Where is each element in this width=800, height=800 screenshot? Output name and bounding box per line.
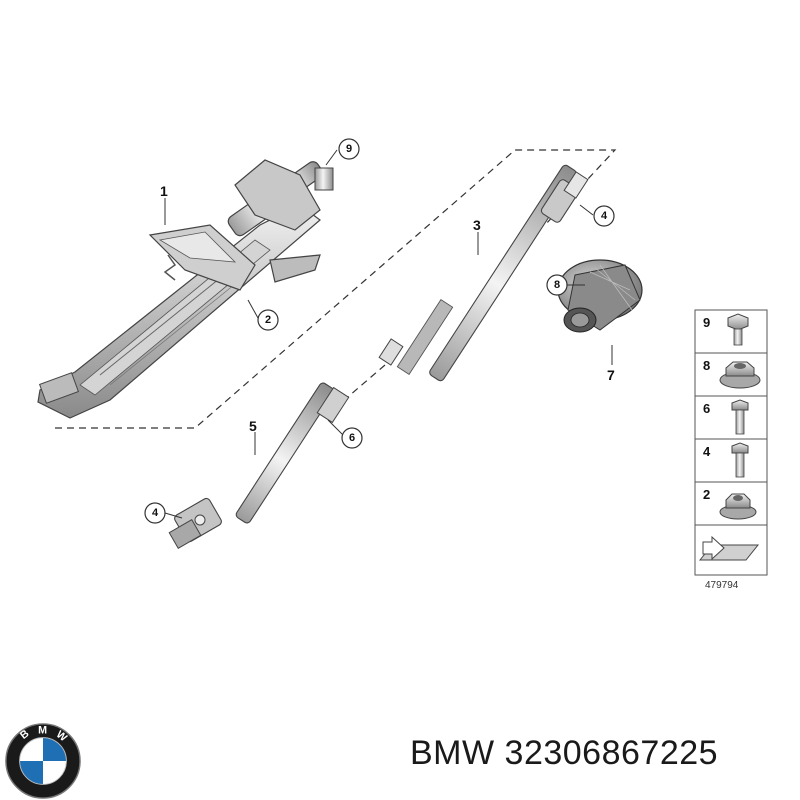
hex-flange-bolt-icon [727, 313, 749, 346]
callout-2-badge: 2 [257, 309, 279, 331]
callout-8-badge: 8 [546, 274, 568, 296]
lower-steering-shaft-part [168, 382, 350, 549]
callout-3: 3 [473, 217, 481, 233]
legend-row-2: 2 [703, 487, 757, 520]
legend-row-9: 9 [703, 313, 749, 346]
brand-part-label: BMW 32306867225 [410, 734, 718, 773]
legend-label-9: 9 [703, 315, 710, 330]
legend-row-6: 6 [703, 399, 749, 435]
callout-4-lower-badge: 4 [144, 502, 166, 524]
callout-6-badge: 6 [341, 427, 363, 449]
logo-letter-m: M [38, 725, 47, 737]
brand-name: BMW [410, 734, 495, 772]
callout-1: 1 [160, 183, 168, 199]
callout-4-lower: 4 [152, 507, 159, 519]
steering-boot-part [557, 259, 643, 333]
part-number: 32306867225 [504, 734, 719, 772]
legend-label-6: 6 [703, 401, 710, 416]
legend-label-8: 8 [703, 358, 710, 373]
legend-arrow-row [698, 535, 760, 561]
upper-steering-shaft-part [378, 164, 589, 382]
legend-row-8: 8 [703, 358, 761, 389]
callout-6: 6 [349, 432, 355, 444]
assembly-outline [55, 149, 617, 429]
legend-row-4: 4 [703, 442, 749, 478]
callout-7: 7 [607, 367, 615, 383]
bmw-logo: B M W [5, 723, 81, 799]
steering-column-part [37, 159, 334, 419]
hex-nut-icon [719, 493, 757, 520]
callout-2: 2 [265, 314, 271, 326]
callout-4-upper: 4 [601, 210, 608, 222]
callout-8: 8 [554, 279, 560, 291]
legend-label-4: 4 [703, 444, 711, 459]
reference-number: 479794 [705, 580, 739, 591]
fastener-legend: 9 8 6 4 [694, 309, 768, 576]
callout-9: 9 [346, 143, 352, 155]
callout-4-upper-badge: 4 [593, 205, 615, 227]
leader-lines [164, 149, 613, 519]
legend-label-2: 2 [703, 487, 710, 502]
hex-flange-nut-icon [719, 361, 761, 389]
bolt-icon [731, 442, 749, 478]
callout-5: 5 [249, 418, 257, 434]
long-bolt-icon [731, 399, 749, 435]
callout-9-badge: 9 [338, 138, 360, 160]
